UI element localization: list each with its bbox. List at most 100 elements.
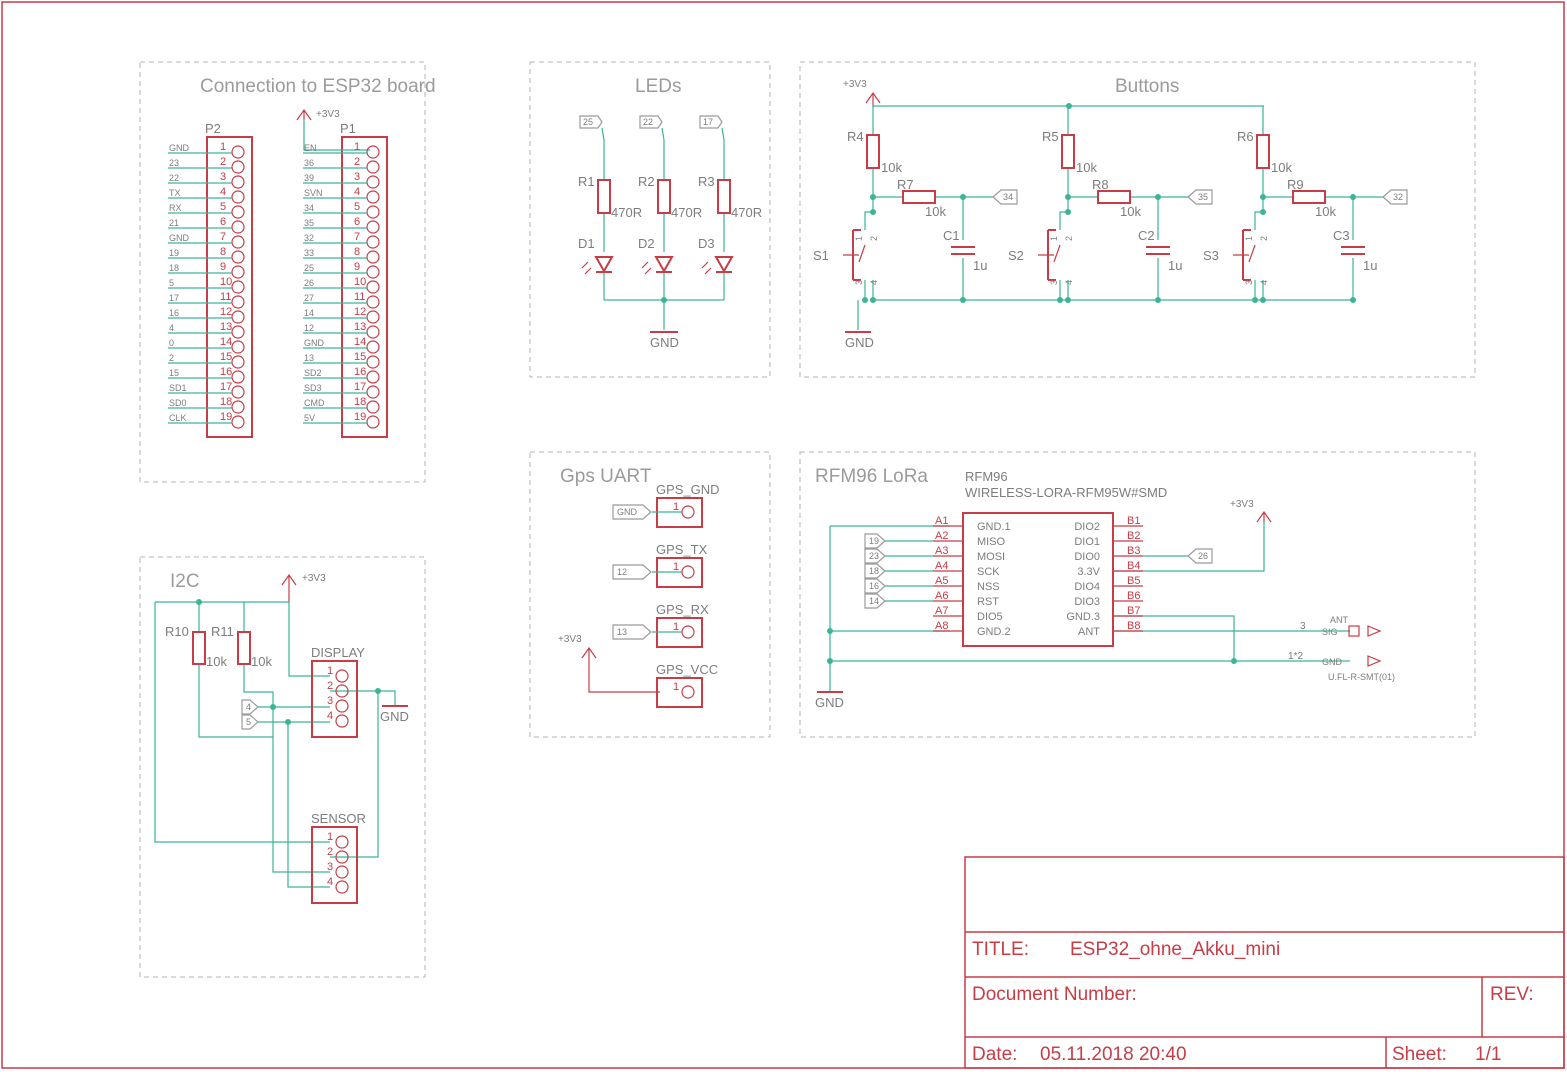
switch-pin-number: 3 [1244, 280, 1254, 285]
led-icon [714, 256, 734, 274]
header-pin-circle [366, 235, 380, 249]
connector-pin-circle [335, 699, 349, 713]
net-flag-label: 25 [583, 117, 593, 127]
header-pin-number: 14 [220, 336, 232, 348]
junction-dot [375, 688, 381, 694]
header-pin-number: 17 [354, 381, 366, 393]
module-pin-id: A2 [935, 530, 948, 542]
connector-pin-circle [335, 714, 349, 728]
header-pin-number: 9 [220, 261, 226, 273]
net-flag-icon [612, 564, 652, 580]
gps-connector-name: GPS_GND [656, 482, 720, 497]
header-pin-circle [366, 370, 380, 384]
module-pin-name: DIO5 [977, 611, 1003, 623]
switch-name: S3 [1203, 248, 1219, 263]
date-label: Date: [972, 1044, 1017, 1065]
led-resistor-name: R3 [698, 174, 715, 189]
p1-pin-label: GND [304, 338, 325, 348]
header-pin-circle [366, 205, 380, 219]
net-flag-icon [612, 504, 652, 520]
p1-pin-label: 32 [304, 233, 314, 243]
net-flag-label: 5 [246, 717, 251, 727]
capacitor-icon [951, 246, 975, 255]
connector-pin-number: 1 [327, 665, 333, 677]
led-branch-wire [721, 127, 725, 300]
connector-pin-number: 1 [673, 621, 679, 633]
header-pin-circle [366, 325, 380, 339]
header-p2-body [206, 136, 253, 438]
junction-dot [827, 628, 833, 634]
p2-pin-label: SD1 [169, 383, 187, 393]
junction-dot [827, 658, 833, 664]
header-pin-circle [231, 220, 245, 234]
junction-dot [870, 209, 876, 215]
antenna-pin-gnd: 1*2 [1288, 651, 1303, 662]
header-pin-circle [231, 190, 245, 204]
switch-lever-icon [1233, 244, 1256, 263]
net-flag-label: GND [617, 507, 638, 517]
switch-pin-number: 3 [1049, 280, 1059, 285]
net-flag-icon [241, 714, 259, 730]
antenna-pin-sig: 3 [1300, 621, 1306, 632]
module-pin-id: A1 [935, 515, 948, 527]
header-pin-number: 14 [354, 336, 366, 348]
switch-pin-number: 2 [1259, 236, 1269, 241]
header-pin-number: 6 [354, 216, 360, 228]
switch-lever-icon [843, 244, 866, 263]
series-resistor [1292, 190, 1326, 204]
supply-arrow-icon [581, 646, 660, 693]
junction-dot [1260, 297, 1266, 303]
p1-pin-label: 34 [304, 203, 314, 213]
junction-dot [196, 599, 202, 605]
title-block-frame [964, 856, 1565, 1069]
header-pin-number: 8 [354, 246, 360, 258]
module-pin-id: B5 [1127, 575, 1140, 587]
p2-pin-label: 16 [169, 308, 179, 318]
switch-pin-number: 1 [1049, 236, 1059, 241]
connector-pin-circle [335, 880, 349, 894]
header-pin-circle [231, 370, 245, 384]
r11-name: R11 [211, 624, 234, 639]
led-diode-name: D1 [578, 236, 595, 251]
gps-connector-name: GPS_RX [656, 602, 709, 617]
module-pin-name: GND.2 [977, 626, 1011, 638]
capacitor-value: 1u [1168, 258, 1182, 273]
series-value: 10k [925, 204, 946, 219]
title-value: ESP32_ohne_Akku_mini [1070, 939, 1280, 960]
switch-name: S1 [813, 248, 829, 263]
connector-pin-number: 4 [327, 876, 333, 888]
connector-pin-circle [335, 669, 349, 683]
resistor-r10 [192, 631, 206, 665]
antenna-arrow-icon [1367, 625, 1382, 667]
i2c-circuit: +3V3 R10 10k R11 10k GND DISPLAY SENSOR … [154, 573, 409, 904]
header-pin-number: 6 [220, 216, 226, 228]
header-pin-number: 12 [220, 306, 232, 318]
header-pin-number: 18 [220, 396, 232, 408]
i2c-gnd-label: GND [380, 709, 409, 724]
connector-pin-number: 4 [327, 710, 333, 722]
p2-pin-label: 2 [169, 353, 174, 363]
capacitor-value: 1u [973, 258, 987, 273]
p2-pin-label: 15 [169, 368, 179, 378]
header-pin-number: 1 [354, 141, 360, 153]
resistor-1 [597, 179, 611, 214]
junction-dot [1231, 658, 1237, 664]
module-pin-id: B4 [1127, 560, 1140, 572]
rfm96-part-value: WIRELESS-LORA-RFM95W#SMD [965, 485, 1167, 500]
switch-name: S2 [1008, 248, 1024, 263]
net-flag-label: 14 [869, 596, 879, 606]
net-flag-label: 32 [1393, 192, 1403, 202]
header-p2-name: P2 [205, 121, 221, 136]
pullup-name: R5 [1042, 129, 1059, 144]
p2-pin-label: 4 [169, 323, 174, 333]
connector-pin-number: 2 [327, 846, 333, 858]
leds-section-box [529, 61, 771, 378]
module-pin-id: A7 [935, 605, 948, 617]
header-pin-number: 18 [354, 396, 366, 408]
led-resistor-value: 470R [611, 205, 642, 220]
buttons-section-title: Buttons [1115, 76, 1179, 97]
header-pin-circle [366, 145, 380, 159]
module-pin-name: MOSI [977, 551, 1005, 563]
capacitor-name: C1 [943, 228, 960, 243]
